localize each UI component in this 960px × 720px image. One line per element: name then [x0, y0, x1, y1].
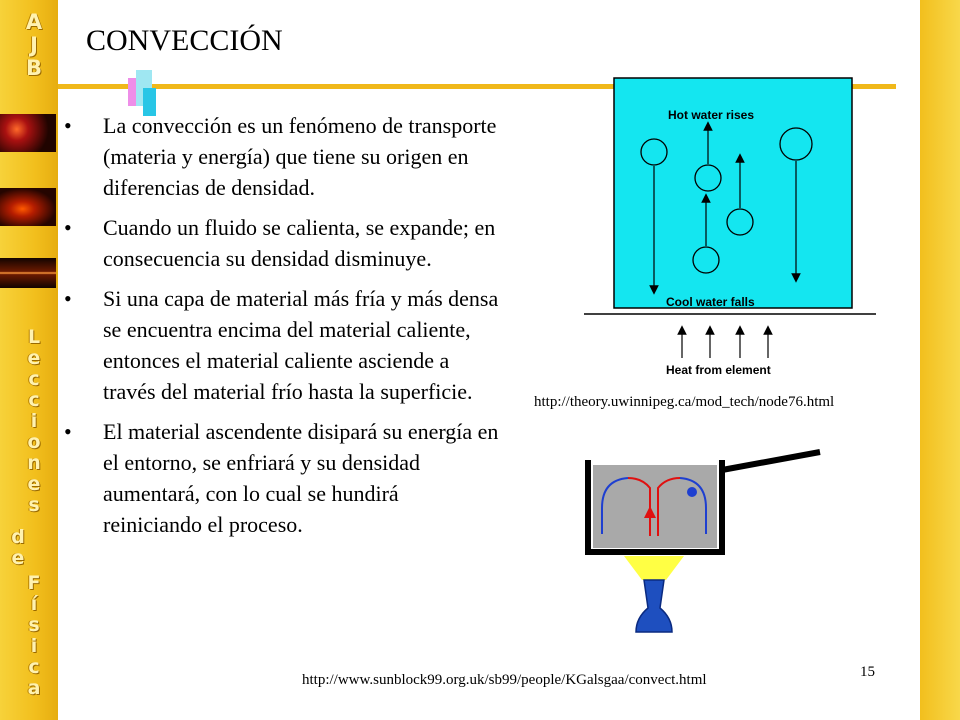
sidebar-letter: n	[27, 452, 41, 474]
right-border	[920, 0, 960, 720]
sidebar-letter: B	[25, 56, 42, 80]
bullet-list: La convección es un fenómeno de transpor…	[60, 110, 500, 549]
sidebar-letter: e	[11, 547, 25, 569]
sidebar-word-fisica: F í s i c a	[24, 574, 44, 700]
blue-particle	[687, 487, 697, 497]
sidebar-letter: c	[28, 656, 40, 678]
source-link-1[interactable]: http://theory.uwinnipeg.ca/mod_tech/node…	[534, 394, 835, 410]
sidebar-letter: i	[30, 635, 38, 657]
flame	[624, 556, 684, 580]
page-number: 15	[860, 664, 875, 680]
sidebar-letter: s	[28, 614, 40, 636]
sidebar-word-lecciones: L e c c i o n e s	[24, 328, 44, 517]
title-decoration	[143, 88, 156, 116]
pot-handle	[721, 449, 821, 473]
red-flow	[627, 477, 681, 536]
sidebar-letter: J	[30, 33, 38, 57]
sidebar-letter: s	[28, 494, 40, 516]
sidebar-letter: c	[28, 368, 40, 390]
sidebar-letter: í	[30, 593, 38, 615]
flow-arrows	[649, 121, 801, 295]
sidebar-letter: o	[27, 431, 41, 453]
label-cool-water: Cool water falls	[666, 295, 755, 309]
sidebar-initials: A J B	[24, 12, 44, 81]
burner	[635, 579, 673, 633]
bullet-item: Si una capa de material más fría y más d…	[60, 283, 500, 407]
sidebar-letter: d	[11, 526, 25, 548]
sidebar-thumbnail-2	[0, 188, 56, 226]
slide-title: CONVECCIÓN	[86, 24, 283, 57]
sidebar-letter: F	[27, 572, 41, 594]
bullet-item: La convección es un fenómeno de transpor…	[60, 110, 500, 203]
pot-fluid	[593, 465, 717, 548]
sidebar-thumbnail-3	[0, 258, 56, 288]
bubbles	[640, 127, 813, 274]
bullet-item: Cuando un fluido se calienta, se expande…	[60, 212, 500, 274]
label-hot-water: Hot water rises	[668, 108, 754, 122]
sidebar-letter: i	[30, 410, 38, 432]
bullet-item: El material ascendente disipará su energ…	[60, 416, 500, 540]
blue-flow	[601, 477, 707, 534]
sidebar-letter: c	[28, 389, 40, 411]
pot-burner-figure	[585, 449, 821, 633]
label-heat: Heat from element	[666, 363, 771, 377]
title-underline	[58, 84, 896, 89]
sidebar-letter: L	[27, 326, 41, 348]
red-particle	[644, 506, 656, 518]
heat-arrows	[677, 325, 773, 358]
sidebar-letter: e	[27, 473, 41, 495]
sidebar-word-de: d e	[8, 528, 28, 570]
convection-tank-figure: Hot water rises Cool water falls Heat fr…	[584, 77, 876, 377]
sidebar-thumbnail-1	[0, 114, 56, 152]
sidebar-letter: a	[27, 677, 41, 699]
source-link-2[interactable]: http://www.sunblock99.org.uk/sb99/people…	[302, 672, 707, 688]
sidebar-letter: A	[25, 10, 43, 34]
sidebar-letter: e	[27, 347, 41, 369]
pot-body	[585, 460, 725, 555]
